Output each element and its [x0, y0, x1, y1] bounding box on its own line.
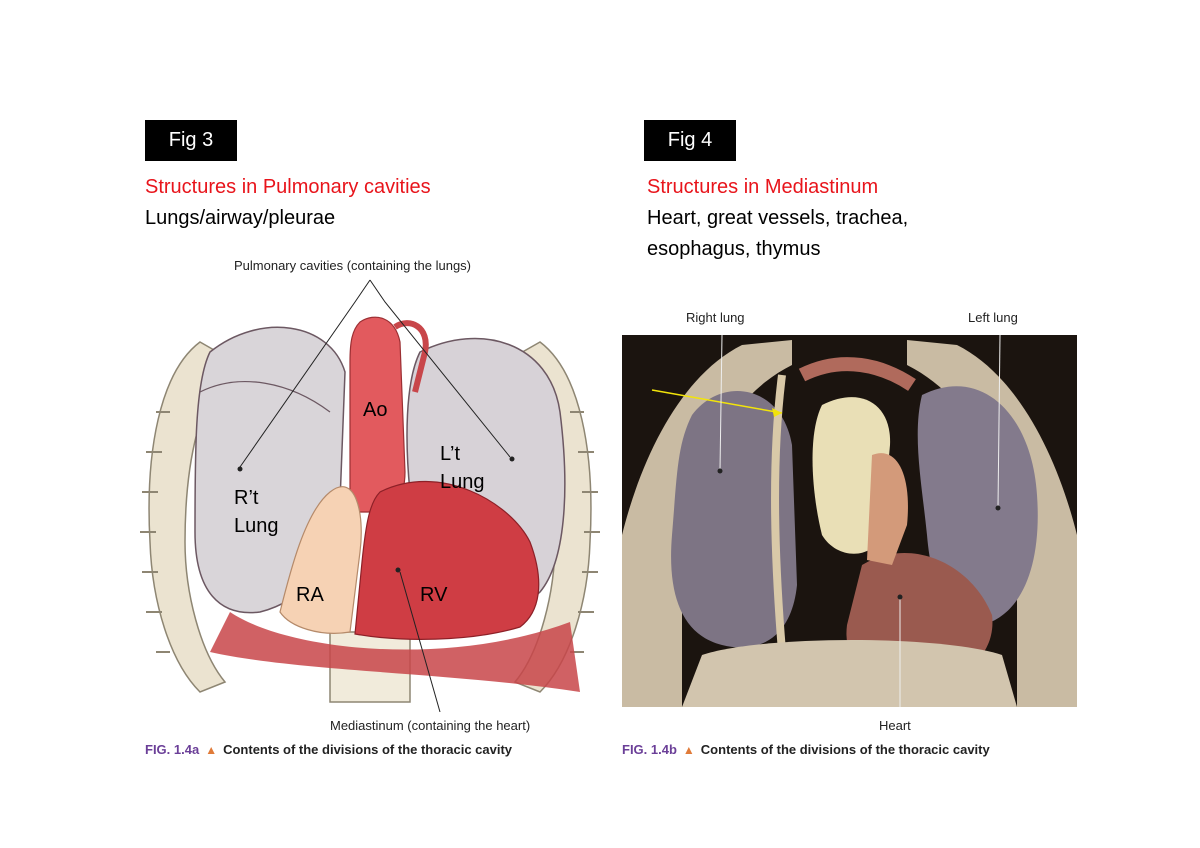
label-ra: RA [296, 584, 324, 606]
fig3-tag: Fig 3 [145, 120, 237, 161]
triangle-icon: ▲ [205, 742, 218, 757]
triangle-icon: ▲ [682, 742, 695, 757]
label-rt-lung-1: R’t [234, 487, 259, 509]
heart-label: Heart [879, 718, 911, 733]
left-lung-label: Left lung [968, 310, 1018, 325]
rib-cage [148, 341, 592, 703]
right-caption-number: FIG. 1.4b [622, 742, 677, 757]
fig4-tag: Fig 4 [644, 120, 736, 161]
pulmonary-cavities-label: Pulmonary cavities (containing the lungs… [234, 258, 472, 273]
fig3-tag-text: Fig 3 [168, 129, 214, 151]
left-heading-black: Lungs/airway/pleurae [145, 207, 336, 229]
right-heading-black-2: esophagus, thymus [647, 238, 821, 260]
left-caption-number: FIG. 1.4a [145, 742, 200, 757]
right-heading-black-1: Heart, great vessels, trachea, [647, 207, 909, 229]
right-heading-red: Structures in Mediastinum [647, 176, 879, 198]
label-ao: Ao [363, 399, 388, 421]
right-atrium-shape [279, 486, 362, 634]
thorax-illustration [140, 279, 600, 712]
cadaver-photo [622, 335, 1077, 707]
right-caption: FIG. 1.4b ▲ Contents of the divisions of… [622, 742, 990, 757]
right-caption-text: Contents of the divisions of the thoraci… [700, 742, 990, 757]
right-lung-label: Right lung [686, 310, 745, 325]
label-lt-lung-2: Lung [440, 471, 485, 493]
right-ventricle-shape [354, 481, 540, 640]
left-heading-red: Structures in Pulmonary cavities [145, 176, 431, 198]
label-lt-lung-1: L’t [440, 443, 461, 465]
label-rt-lung-2: Lung [234, 515, 279, 537]
left-caption: FIG. 1.4a ▲ Contents of the divisions of… [145, 742, 512, 757]
photo-right-lung [671, 391, 797, 648]
fig4-tag-text: Fig 4 [667, 129, 713, 151]
label-rv: RV [420, 584, 448, 606]
left-caption-text: Contents of the divisions of the thoraci… [223, 742, 513, 757]
mediastinum-label: Mediastinum (containing the heart) [330, 718, 531, 733]
